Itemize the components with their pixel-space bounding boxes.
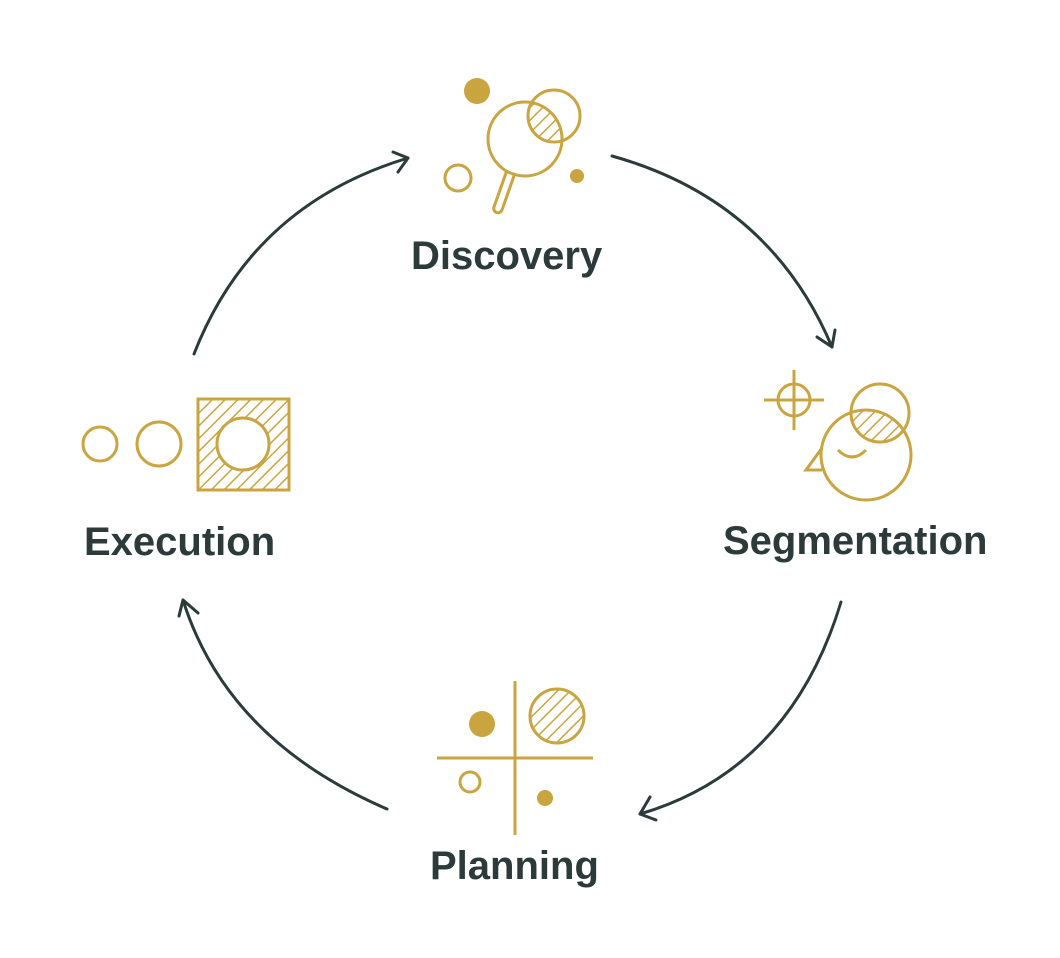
stage-label-discovery: Discovery bbox=[411, 234, 603, 278]
arrow-discovery-to-segmentation bbox=[610, 154, 837, 349]
arrow-planning-to-execution bbox=[177, 598, 389, 811]
quadrant-grid-icon bbox=[437, 681, 593, 835]
circles-square-icon bbox=[81, 397, 291, 492]
arrow-execution-to-discovery bbox=[192, 150, 410, 356]
stage-label-planning: Planning bbox=[430, 844, 599, 888]
stage-label-execution: Execution bbox=[84, 520, 276, 564]
arrow-segmentation-to-planning bbox=[638, 600, 843, 822]
crosshair-persona-icon bbox=[764, 370, 913, 502]
magnifier-venn-icon bbox=[443, 78, 584, 215]
stage-label-segmentation: Segmentation bbox=[723, 519, 988, 563]
